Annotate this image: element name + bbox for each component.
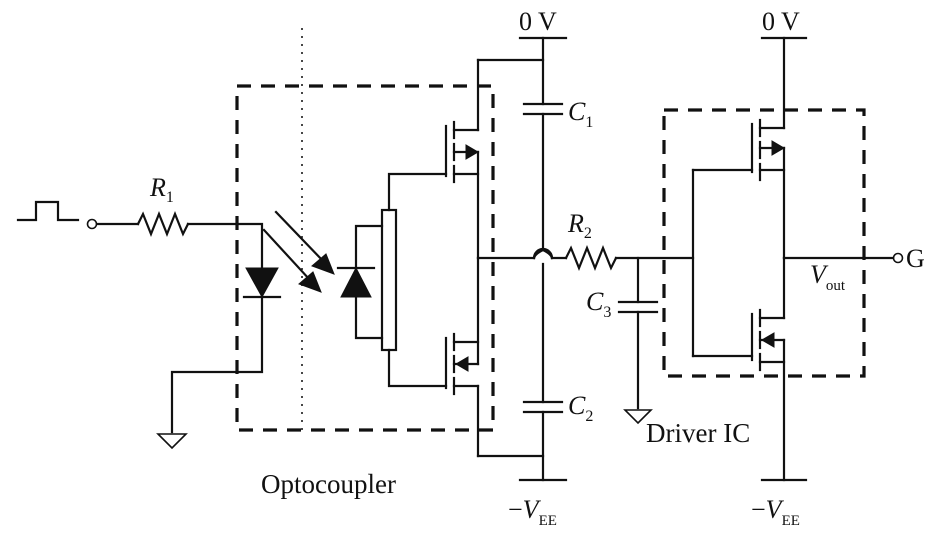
driver-ic-enclosure	[662, 108, 866, 378]
capacitor-c2	[522, 400, 564, 414]
gate-terminal-icon	[892, 252, 904, 264]
label-c1: C1	[568, 97, 593, 131]
driver-lower-transistor-icon	[750, 256, 786, 482]
label-vee-right: −VEE	[751, 495, 800, 529]
wire-crossover-arc	[532, 247, 554, 260]
label-driver-ic: Driver IC	[646, 418, 750, 448]
label-r2: R2	[567, 209, 592, 242]
label-zero-v-right: 0 V	[762, 7, 800, 36]
label-c2: C2	[568, 391, 593, 425]
amplifier-block	[380, 208, 398, 352]
resistor-r2	[564, 245, 618, 271]
photodiode-icon	[336, 266, 376, 298]
input-pulse-icon	[16, 200, 98, 230]
capacitor-c1	[522, 102, 564, 116]
label-r1: R1	[149, 173, 174, 206]
label-optocoupler: Optocoupler	[261, 469, 396, 499]
resistor-r1	[136, 211, 190, 237]
wire-photodiode-bottom	[354, 295, 384, 340]
light-arrows-icon	[262, 210, 335, 293]
driver-upper-transistor-icon	[750, 36, 786, 260]
wire-r1-to-led	[186, 222, 264, 270]
wire-opto-gate-upper	[387, 172, 448, 212]
wire-opto-gate-lower	[387, 348, 448, 388]
opto-lower-transistor-icon	[444, 256, 480, 458]
label-c3: C3	[586, 287, 611, 321]
label-gate-terminal: G	[906, 244, 925, 273]
optocoupler-enclosure	[235, 84, 495, 432]
ground-symbol-c3-icon	[623, 409, 653, 425]
label-zero-v-left: 0 V	[519, 7, 557, 36]
opto-upper-transistor-icon	[444, 58, 480, 260]
ground-symbol-icon	[156, 433, 188, 450]
wire-photodiode	[354, 224, 384, 270]
label-vee-left: −VEE	[508, 495, 557, 529]
input-led-icon	[242, 267, 282, 299]
capacitor-c3	[617, 300, 659, 314]
label-vout: Vout	[810, 260, 846, 294]
wire-led-to-ground	[170, 295, 264, 434]
